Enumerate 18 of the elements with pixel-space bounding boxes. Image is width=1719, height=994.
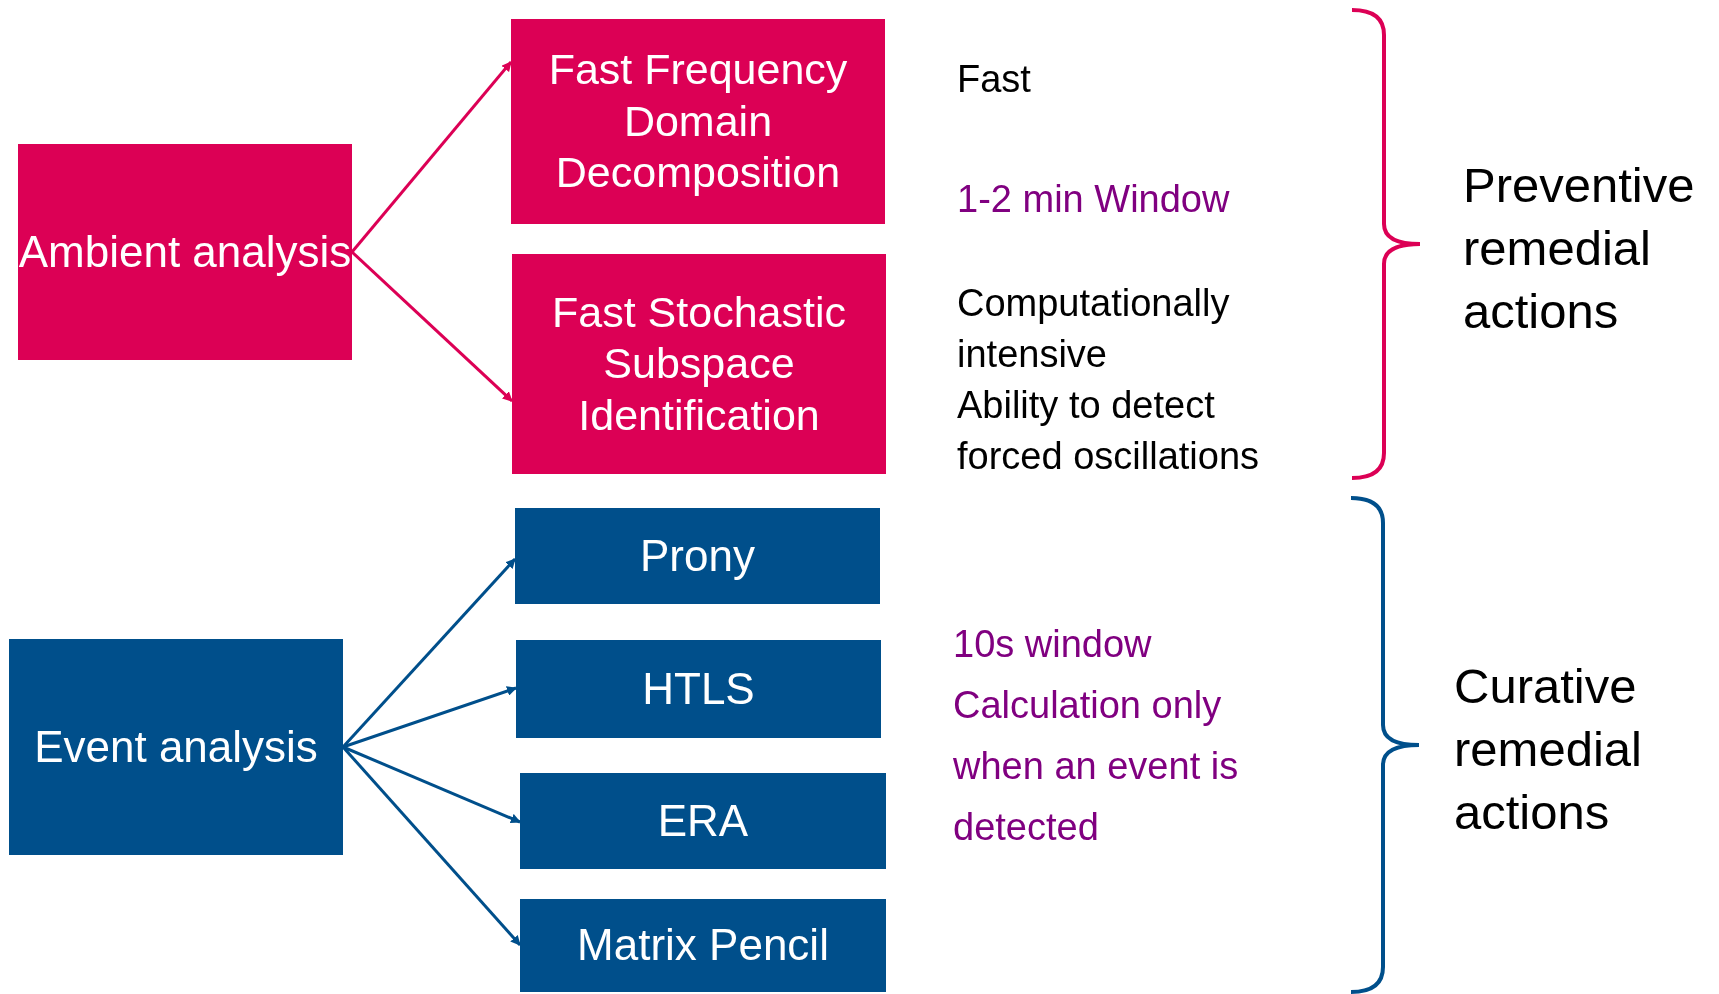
arrow [342,745,521,824]
process-box: HTLS [516,640,881,738]
group-label: Curative remedial actions [1454,658,1643,841]
process-box: Event analysis [9,639,343,855]
group-label: Preventive remedial actions [1463,157,1696,340]
note-text: 1-2 min Window [957,177,1231,222]
arrow [342,686,517,749]
note-text: Fast [957,57,1032,102]
note-text: Ability to detect forced oscillations [957,383,1261,479]
note-text: Calculation only when an event is detected [953,683,1240,850]
process-box: Fast Frequency Domain Decomposition [511,19,885,224]
process-box: Prony [515,508,880,604]
note-text: 10s window [953,622,1153,667]
process-box: Ambient analysis [18,144,352,360]
process-box: Fast Stochastic Subspace Identification [512,254,886,474]
note-text: Computationally intensive [957,281,1231,377]
process-box: ERA [520,773,886,869]
process-box: Matrix Pencil [520,899,886,992]
